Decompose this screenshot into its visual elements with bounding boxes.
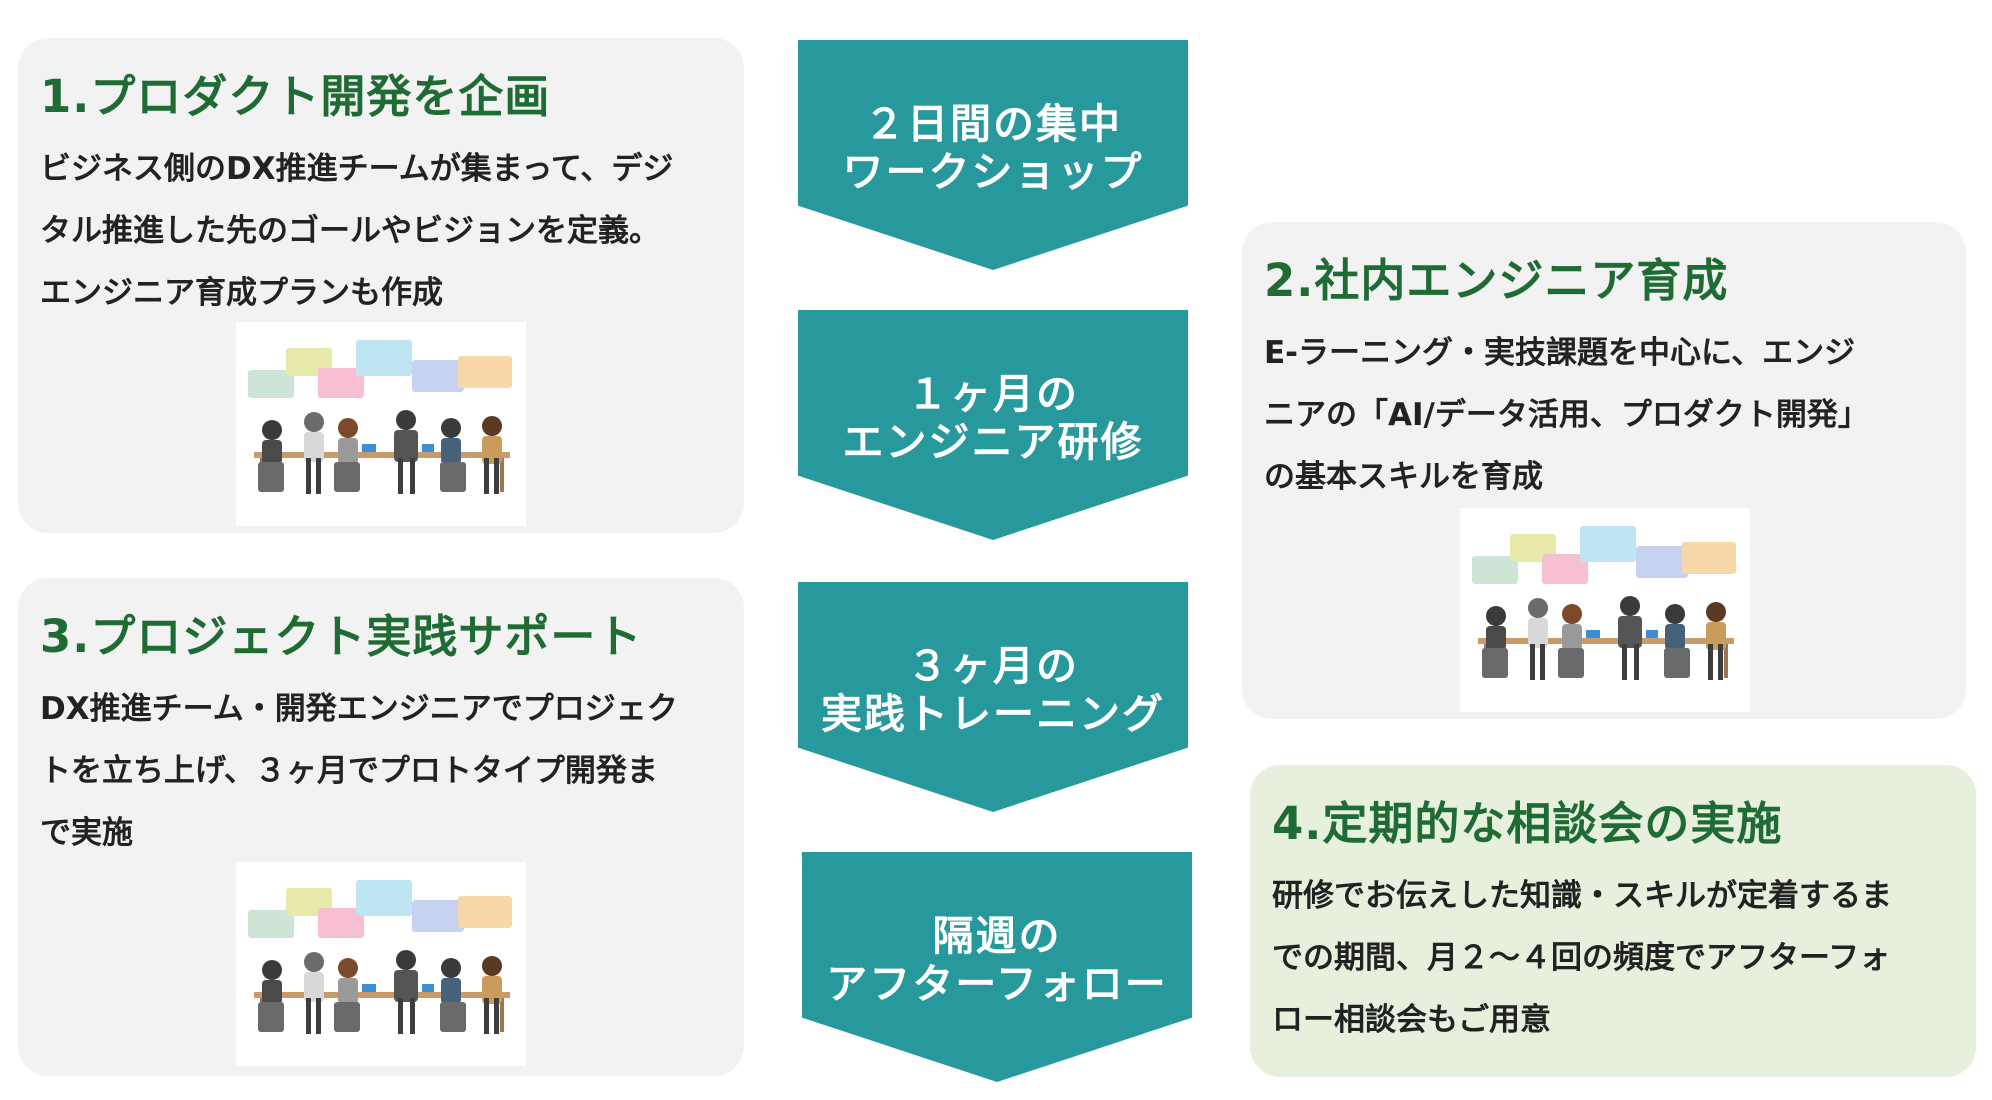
meeting-illustration bbox=[236, 322, 526, 526]
step-card-4: 4.定期的な相談会の実施 研修でお伝えした知識・スキルが定着するま での期間、月… bbox=[1250, 765, 1976, 1077]
step-description-line: タル推進した先のゴールやビジョンを定義。 bbox=[40, 213, 660, 249]
step-title: 4.定期的な相談会の実施 bbox=[1272, 797, 1783, 850]
step-description-line: トを立ち上げ、３ヶ月でプロトタイプ開発ま bbox=[40, 753, 658, 789]
step-description-line: ニアの「AI/データ活用、プロダクト開発」 bbox=[1264, 397, 1869, 433]
step-description-line: で実施 bbox=[40, 815, 133, 851]
arrow-label-line1: 隔週の bbox=[932, 912, 1062, 960]
timeline-arrow-3: ３ヶ月の 実践トレーニング bbox=[798, 582, 1188, 812]
arrow-label-line1: ３ヶ月の bbox=[907, 642, 1079, 690]
step-title: 2.社内エンジニア育成 bbox=[1264, 254, 1729, 307]
arrow-label-line1: ２日間の集中 bbox=[864, 100, 1122, 148]
step-description-line: 研修でお伝えした知識・スキルが定着するま bbox=[1272, 878, 1892, 914]
timeline-arrow-2: １ヶ月の エンジニア研修 bbox=[798, 310, 1188, 540]
step-description-line: での期間、月２〜４回の頻度でアフターフォ bbox=[1272, 940, 1891, 976]
meeting-illustration bbox=[236, 862, 526, 1066]
meeting-illustration bbox=[1460, 508, 1750, 712]
arrow-label-line2: アフターフォロー bbox=[826, 960, 1168, 1008]
arrow-label-line2: ワークショップ bbox=[842, 148, 1144, 196]
step-title: 3.プロジェクト実践サポート bbox=[40, 610, 643, 663]
arrow-label-line2: エンジニア研修 bbox=[842, 418, 1144, 466]
step-description-line: エンジニア育成プランも作成 bbox=[40, 275, 443, 311]
step-description-line: の基本スキルを育成 bbox=[1264, 459, 1543, 495]
step-description-line: DX推進チーム・開発エンジニアでプロジェク bbox=[40, 691, 678, 727]
timeline-arrow-1: ２日間の集中 ワークショップ bbox=[798, 40, 1188, 270]
arrow-label-line2: 実践トレーニング bbox=[821, 690, 1165, 738]
step-description-line: E-ラーニング・実技課題を中心に、エンジ bbox=[1264, 335, 1856, 371]
timeline-arrow-4: 隔週の アフターフォロー bbox=[802, 852, 1192, 1082]
step-description-line: ロー相談会もご用意 bbox=[1272, 1002, 1551, 1038]
step-description-line: ビジネス側のDX推進チームが集まって、デジ bbox=[40, 151, 674, 187]
step-title: 1.プロダクト開発を企画 bbox=[40, 70, 551, 123]
arrow-label-line1: １ヶ月の bbox=[907, 370, 1079, 418]
